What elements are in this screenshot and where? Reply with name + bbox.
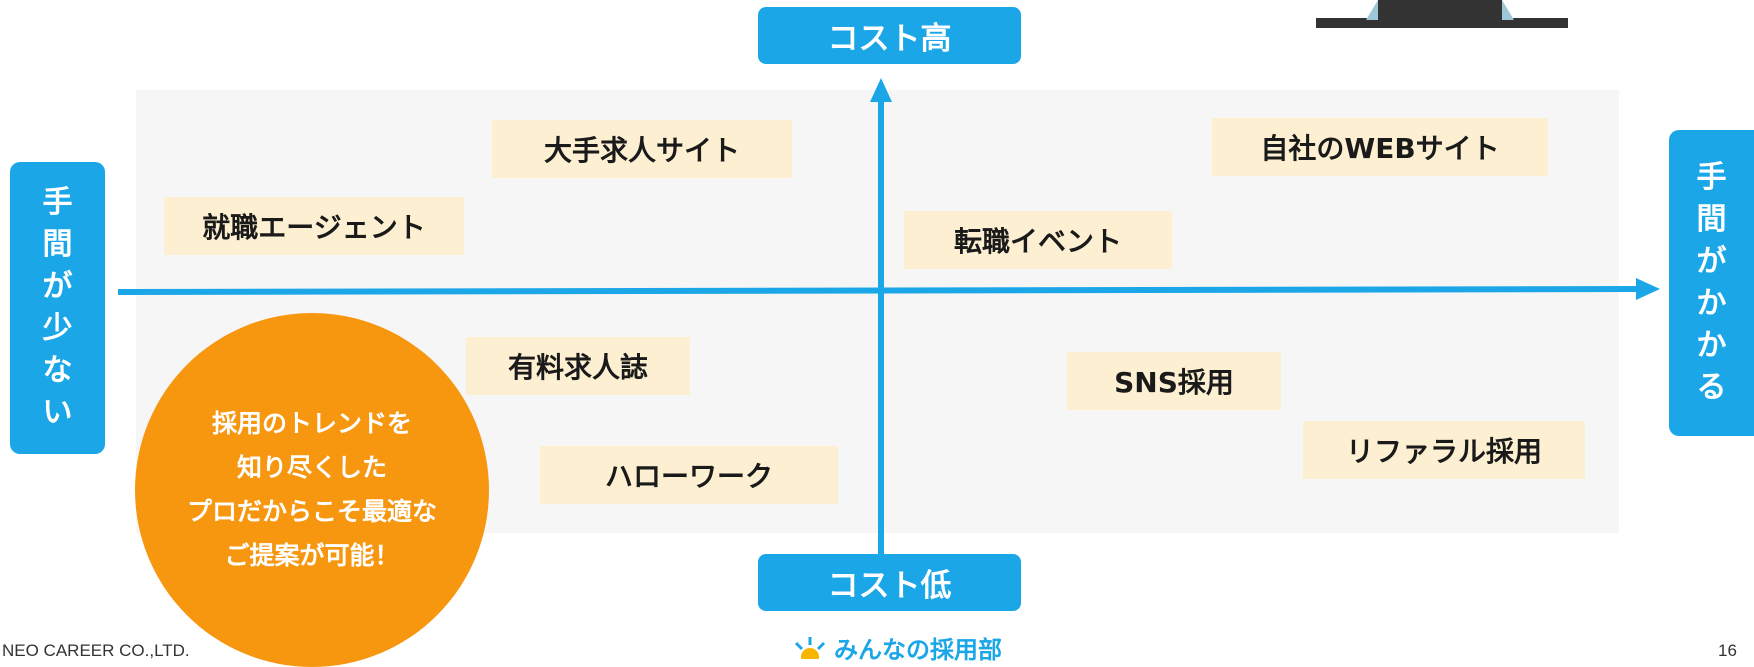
item-sns-recruitment: SNS採用: [1067, 352, 1281, 410]
item-company-website: 自社のWEBサイト: [1212, 118, 1548, 176]
callout-line: 知り尽くした: [236, 453, 387, 482]
low-effort-char: が: [42, 269, 73, 304]
callout-line: 採用のトレンドを: [211, 409, 412, 438]
high-effort-char: か: [1696, 286, 1727, 321]
page-number: 16: [1718, 641, 1737, 660]
high-effort-char: る: [1696, 370, 1727, 405]
cost-high-label: コスト高: [758, 7, 1021, 64]
item-paid-magazine: 有料求人誌: [466, 337, 690, 395]
high-effort-char: が: [1696, 244, 1727, 279]
high-effort-char: 手: [1696, 160, 1727, 195]
low-effort-char: 間: [42, 227, 73, 262]
callout-line: プロだからこそ最適な: [186, 497, 437, 526]
brand-name: みんなの採用部: [834, 636, 1002, 664]
low-effort-label: 手 間 が 少 な い: [10, 162, 105, 454]
item-oote-job-site: 大手求人サイト: [492, 120, 792, 178]
low-effort-char: 手: [42, 185, 73, 220]
brand-logo: みんなの採用部: [792, 636, 1002, 666]
high-effort-label: 手 間 が か か る: [1669, 130, 1754, 436]
company-name: NEO CAREER CO.,LTD.: [2, 641, 190, 660]
monitor-stand-decoration: [1316, 0, 1568, 30]
sun-icon: [792, 637, 828, 666]
callout-line: ご提案が可能！: [224, 541, 400, 570]
item-hello-work: ハローワーク: [540, 446, 838, 504]
item-job-agent: 就職エージェント: [164, 197, 464, 255]
low-effort-char: な: [42, 353, 73, 388]
low-effort-char: 少: [42, 311, 73, 346]
item-referral-recruitment: リファラル採用: [1303, 421, 1585, 479]
low-effort-char: い: [42, 395, 73, 430]
item-career-event: 転職イベント: [904, 211, 1172, 269]
cost-low-label: コスト低: [758, 554, 1021, 611]
high-effort-char: 間: [1696, 202, 1727, 237]
callout-circle: 採用のトレンドを 知り尽くした プロだからこそ最適な ご提案が可能！: [135, 313, 489, 667]
high-effort-char: か: [1696, 328, 1727, 363]
